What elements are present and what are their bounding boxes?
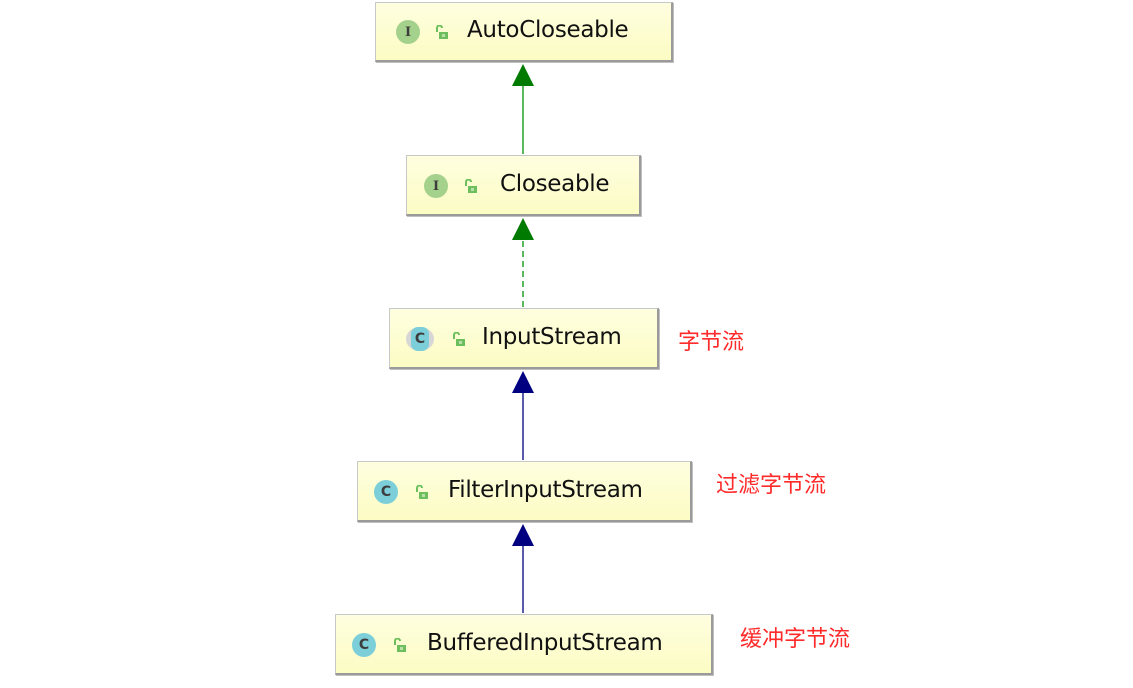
interface-icon: I bbox=[424, 174, 448, 198]
unlocked-lock-icon bbox=[465, 179, 477, 193]
arrow-head-icon bbox=[512, 371, 534, 393]
unlocked-lock-icon bbox=[453, 332, 465, 346]
node-name: Closeable bbox=[500, 171, 610, 197]
edge-closeable-to-autocloseable bbox=[512, 64, 534, 154]
interface-icon: I bbox=[396, 20, 420, 44]
class-icon: C bbox=[411, 327, 429, 351]
edge-bufferedinputstream-to-filterinputstream bbox=[512, 524, 534, 613]
node-closeable[interactable]: I Closeable bbox=[406, 155, 641, 216]
class-icon: C bbox=[374, 480, 398, 504]
abstract-class-icon: C bbox=[406, 327, 434, 351]
unlocked-lock-icon bbox=[416, 485, 428, 499]
node-filterinputstream[interactable]: C FilterInputStream bbox=[357, 461, 692, 522]
arrow-head-icon bbox=[512, 64, 534, 86]
unlocked-lock-icon bbox=[394, 638, 406, 652]
node-name: AutoCloseable bbox=[467, 17, 629, 43]
node-name: InputStream bbox=[482, 324, 622, 350]
node-inputstream[interactable]: C InputStream bbox=[389, 308, 659, 369]
node-autocloseable[interactable]: I AutoCloseable bbox=[375, 2, 673, 62]
unlocked-lock-icon bbox=[436, 25, 448, 39]
annotation-filter-byte-stream: 过滤字节流 bbox=[716, 473, 827, 498]
node-name: BufferedInputStream bbox=[427, 630, 663, 656]
class-icon: C bbox=[352, 633, 376, 657]
edge-inputstream-to-closeable bbox=[512, 218, 534, 307]
node-bufferedinputstream[interactable]: C BufferedInputStream bbox=[335, 614, 713, 675]
node-name: FilterInputStream bbox=[448, 477, 643, 503]
annotation-byte-stream: 字节流 bbox=[678, 330, 745, 355]
edge-filterinputstream-to-inputstream bbox=[512, 371, 534, 460]
annotation-buffered-byte-stream: 缓冲字节流 bbox=[740, 627, 851, 652]
arrow-head-icon bbox=[512, 218, 534, 240]
arrow-head-icon bbox=[512, 524, 534, 546]
